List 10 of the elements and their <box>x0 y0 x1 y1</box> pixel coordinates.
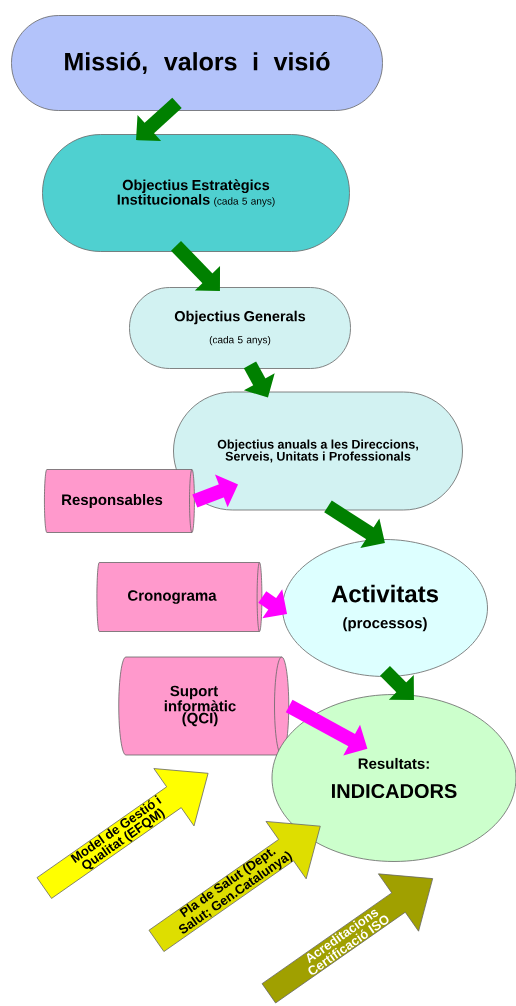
ellipse-box: Activitats (processos) <box>282 539 488 677</box>
block-arrow <box>380 665 414 701</box>
cylinder-box: Cronograma <box>96 562 263 632</box>
rounded-box: Objectius anuals a les Direccions, Serveis, Unitats i Professionals <box>173 391 463 511</box>
rounded-box: Objectius Estratègics Institucionals (cada 5 anys) <box>42 134 350 252</box>
cylinder-box: Responsables <box>44 469 195 533</box>
rounded-box: Objectius Generals (cada 5 anys) <box>129 287 351 369</box>
rounded-box: Missió, valors i visió <box>11 15 383 111</box>
cylinder-box: Suport informàtic (QCI) <box>118 656 290 756</box>
block-arrow <box>136 97 182 142</box>
